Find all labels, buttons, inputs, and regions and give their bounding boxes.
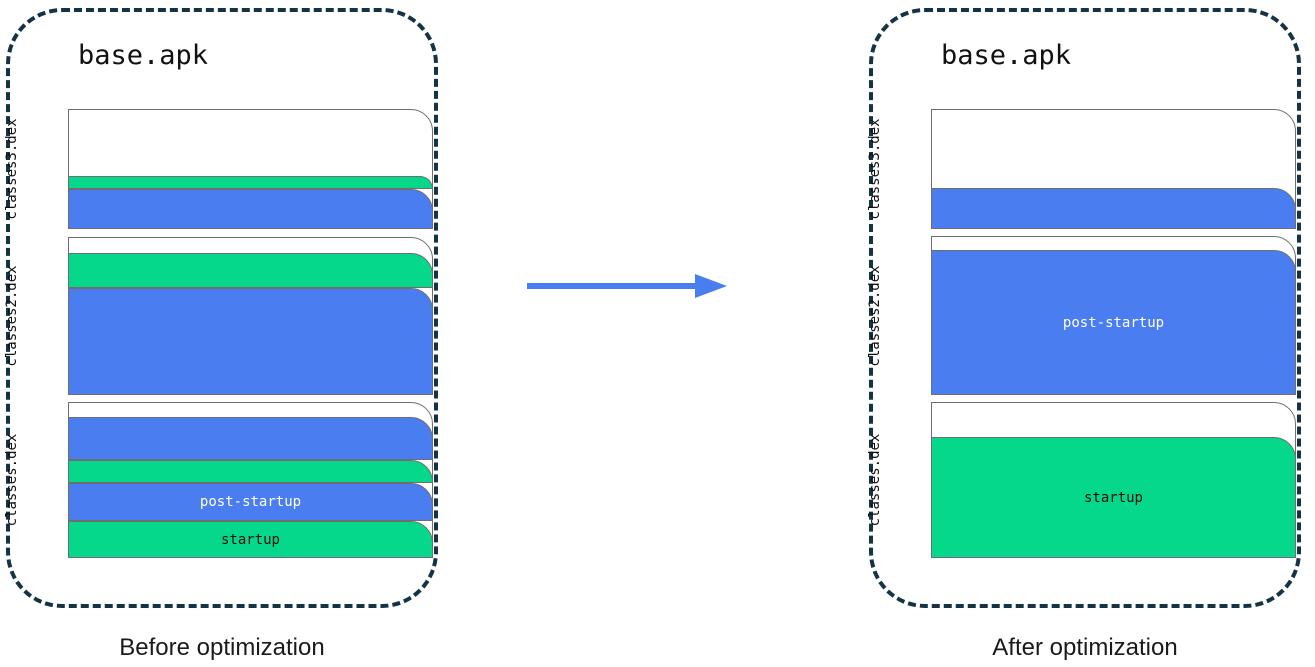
dex-band-label: post-startup bbox=[1062, 314, 1165, 331]
caption-after: After optimization bbox=[992, 634, 1178, 661]
dex-band-green bbox=[68, 253, 433, 288]
dex-bands bbox=[931, 109, 1296, 229]
dex-band-green-startup: startup bbox=[931, 437, 1296, 558]
apk-title-after: base.apk bbox=[941, 40, 1072, 71]
caption-before: Before optimization bbox=[119, 634, 325, 661]
optimization-arrow bbox=[527, 272, 731, 300]
dex-band-blue bbox=[68, 189, 433, 229]
dex-band-blue bbox=[68, 288, 433, 395]
arrow-right-icon bbox=[527, 274, 727, 298]
dex-bands: startup bbox=[931, 402, 1296, 558]
dex-band-label: startup bbox=[220, 531, 280, 548]
dex-bands bbox=[68, 237, 433, 395]
dex-band-green bbox=[68, 460, 433, 483]
dex-block-classes-dex: post-startup startup classes.dex bbox=[4, 402, 433, 558]
dex-band-blue-post-startup: post-startup bbox=[931, 250, 1296, 395]
dex-bands: post-startup startup bbox=[68, 402, 433, 558]
dex-band-green bbox=[68, 176, 433, 189]
dex-band-blue-post-startup: post-startup bbox=[68, 483, 433, 521]
dex-block-classes2-dex: classes2.dex bbox=[4, 237, 433, 395]
dex-axis-label: classes.dex bbox=[4, 433, 20, 527]
dex-band-green-startup: startup bbox=[68, 521, 433, 558]
dex-block-classes3-dex: classes3.dex bbox=[867, 109, 1296, 229]
apk-title-before: base.apk bbox=[78, 40, 209, 71]
dex-axis-label: classes.dex bbox=[867, 433, 883, 527]
dex-band-blue bbox=[931, 188, 1296, 229]
dex-bands bbox=[68, 109, 433, 229]
dex-band-blue bbox=[68, 417, 433, 460]
dex-band-label: startup bbox=[1083, 489, 1143, 506]
dex-block-classes3-dex: classes3.dex bbox=[4, 109, 433, 229]
dex-band-label: post-startup bbox=[199, 494, 302, 510]
dex-block-classes-dex: startup classes.dex bbox=[867, 402, 1296, 558]
dex-bands: post-startup bbox=[931, 236, 1296, 395]
